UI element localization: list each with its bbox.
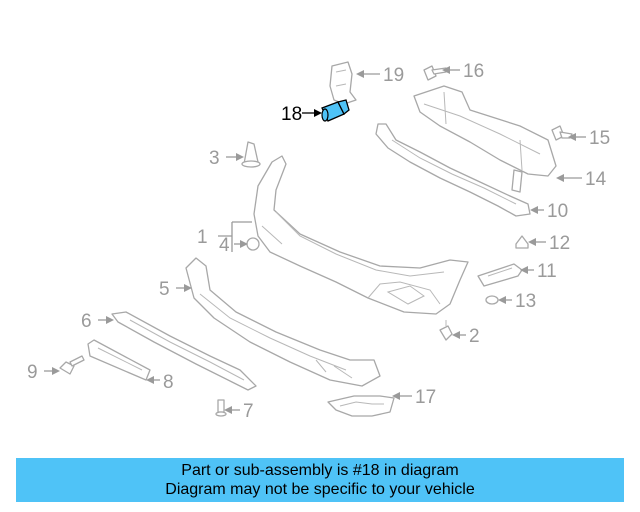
callout-8[interactable]: 8 [146, 372, 174, 393]
part-16-bolt[interactable] [423, 65, 447, 81]
part-12-clip[interactable] [515, 235, 529, 249]
svg-text:14: 14 [585, 169, 607, 190]
callout-7[interactable]: 7 [224, 401, 254, 422]
part-9-screw[interactable] [59, 355, 85, 375]
part-7-stud[interactable] [215, 399, 227, 417]
svg-text:10: 10 [547, 201, 568, 222]
svg-text:8: 8 [163, 372, 174, 393]
part-6-trim-strip[interactable] [111, 311, 257, 391]
svg-text:7: 7 [243, 401, 254, 422]
callout-19[interactable]: 19 [356, 65, 404, 86]
callout-1[interactable]: 1 [197, 221, 252, 252]
svg-text:18: 18 [281, 104, 302, 125]
part-1-bumper-cover[interactable] [253, 155, 469, 315]
svg-text:5: 5 [159, 279, 170, 300]
svg-text:17: 17 [415, 387, 436, 408]
svg-text:12: 12 [549, 233, 570, 254]
callout-17[interactable]: 17 [392, 387, 436, 408]
svg-text:16: 16 [463, 61, 484, 82]
svg-text:15: 15 [589, 128, 610, 149]
callout-16[interactable]: 16 [442, 61, 484, 82]
svg-text:11: 11 [537, 261, 557, 282]
callout-15[interactable]: 15 [568, 128, 610, 149]
callout-9[interactable]: 9 [27, 362, 60, 383]
part-5-lower-valance[interactable] [185, 257, 381, 387]
part-11-bracket[interactable] [477, 263, 523, 287]
callout-2[interactable]: 2 [452, 326, 480, 347]
part-2-bolt[interactable] [439, 320, 453, 341]
svg-text:6: 6 [81, 311, 92, 332]
svg-text:13: 13 [515, 291, 536, 312]
svg-text:19: 19 [383, 65, 404, 86]
callout-10[interactable]: 10 [530, 201, 568, 222]
callout-13[interactable]: 13 [498, 291, 536, 312]
parts-diagram: 19 18 16 14 15 [27, 61, 610, 422]
part-14-reinforcement[interactable] [413, 85, 557, 193]
svg-text:3: 3 [209, 148, 220, 169]
callout-4[interactable]: 4 [219, 235, 248, 256]
part-15-bolt[interactable] [551, 125, 573, 141]
info-banner: Part or sub-assembly is #18 in diagram D… [16, 458, 624, 502]
banner-line-disclaimer: Diagram may not be specific to your vehi… [165, 481, 475, 498]
callout-11[interactable]: 11 [520, 261, 557, 282]
callout-6[interactable]: 6 [81, 311, 114, 332]
part-4-grommet[interactable] [246, 237, 260, 251]
svg-text:4: 4 [219, 235, 230, 256]
part-3-cap[interactable] [241, 141, 261, 168]
callout-3[interactable]: 3 [209, 148, 244, 169]
svg-text:2: 2 [469, 326, 480, 347]
part-8-plate-bracket[interactable] [87, 339, 151, 381]
callout-12[interactable]: 12 [528, 233, 570, 254]
part-19-bracket[interactable] [329, 61, 357, 105]
callout-14[interactable]: 14 [556, 169, 607, 190]
svg-text:1: 1 [197, 227, 208, 248]
part-17-lamp-trim[interactable] [327, 395, 395, 417]
callout-18[interactable]: 18 [281, 104, 322, 125]
part-13-clip[interactable] [485, 295, 499, 305]
callout-5[interactable]: 5 [159, 279, 192, 300]
svg-text:9: 9 [27, 362, 38, 383]
part-18-sensor[interactable] [321, 99, 350, 122]
part-10-absorber[interactable] [375, 123, 531, 217]
banner-line-part: Part or sub-assembly is #18 in diagram [181, 462, 459, 479]
